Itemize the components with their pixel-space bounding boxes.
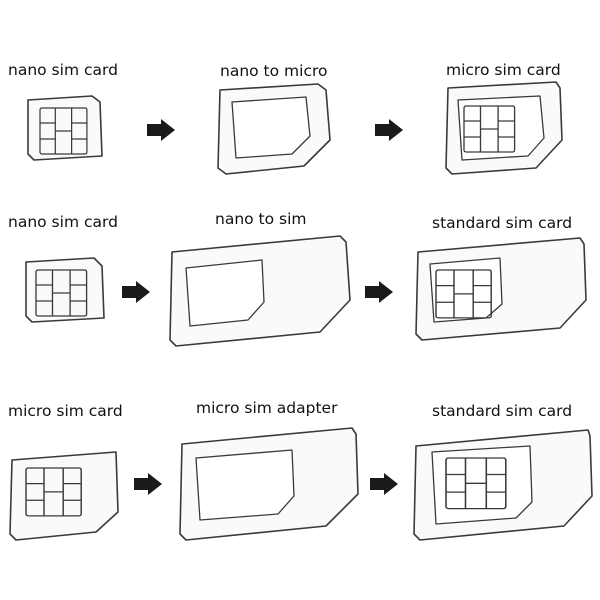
label-standard-sim-card: standard sim card	[432, 402, 572, 420]
nano-sim-card	[25, 257, 105, 323]
arrow-right-icon	[375, 119, 403, 141]
micro-sim-adapter	[179, 427, 359, 541]
label-nano-sim-card: nano sim card	[8, 61, 118, 79]
label-micro-sim-card: micro sim card	[446, 61, 561, 79]
row-3: micro sim card micro sim adapter standar…	[8, 399, 593, 541]
label-nano-sim-card: nano sim card	[8, 213, 118, 231]
standard-sim-card	[413, 429, 593, 541]
arrow-right-icon	[122, 281, 150, 303]
nano-to-sim-adapter	[169, 235, 351, 347]
label-nano-to-micro: nano to micro	[220, 62, 328, 80]
arrow-right-icon	[370, 473, 398, 495]
standard-sim-card	[415, 237, 587, 341]
arrow-right-icon	[365, 281, 393, 303]
micro-sim-card	[445, 81, 563, 175]
micro-sim-card	[9, 451, 119, 541]
row-2: nano sim card nano to sim standard sim c…	[8, 210, 587, 347]
nano-sim-card	[27, 95, 103, 161]
label-micro-sim-adapter: micro sim adapter	[196, 399, 338, 417]
arrow-right-icon	[134, 473, 162, 495]
row-1: nano sim card nano to micro micro sim ca…	[8, 61, 563, 175]
nano-to-micro-adapter	[217, 83, 331, 175]
label-micro-sim-card: micro sim card	[8, 402, 123, 420]
arrow-right-icon	[147, 119, 175, 141]
label-standard-sim-card: standard sim card	[432, 214, 572, 232]
label-nano-to-sim: nano to sim	[215, 210, 307, 228]
